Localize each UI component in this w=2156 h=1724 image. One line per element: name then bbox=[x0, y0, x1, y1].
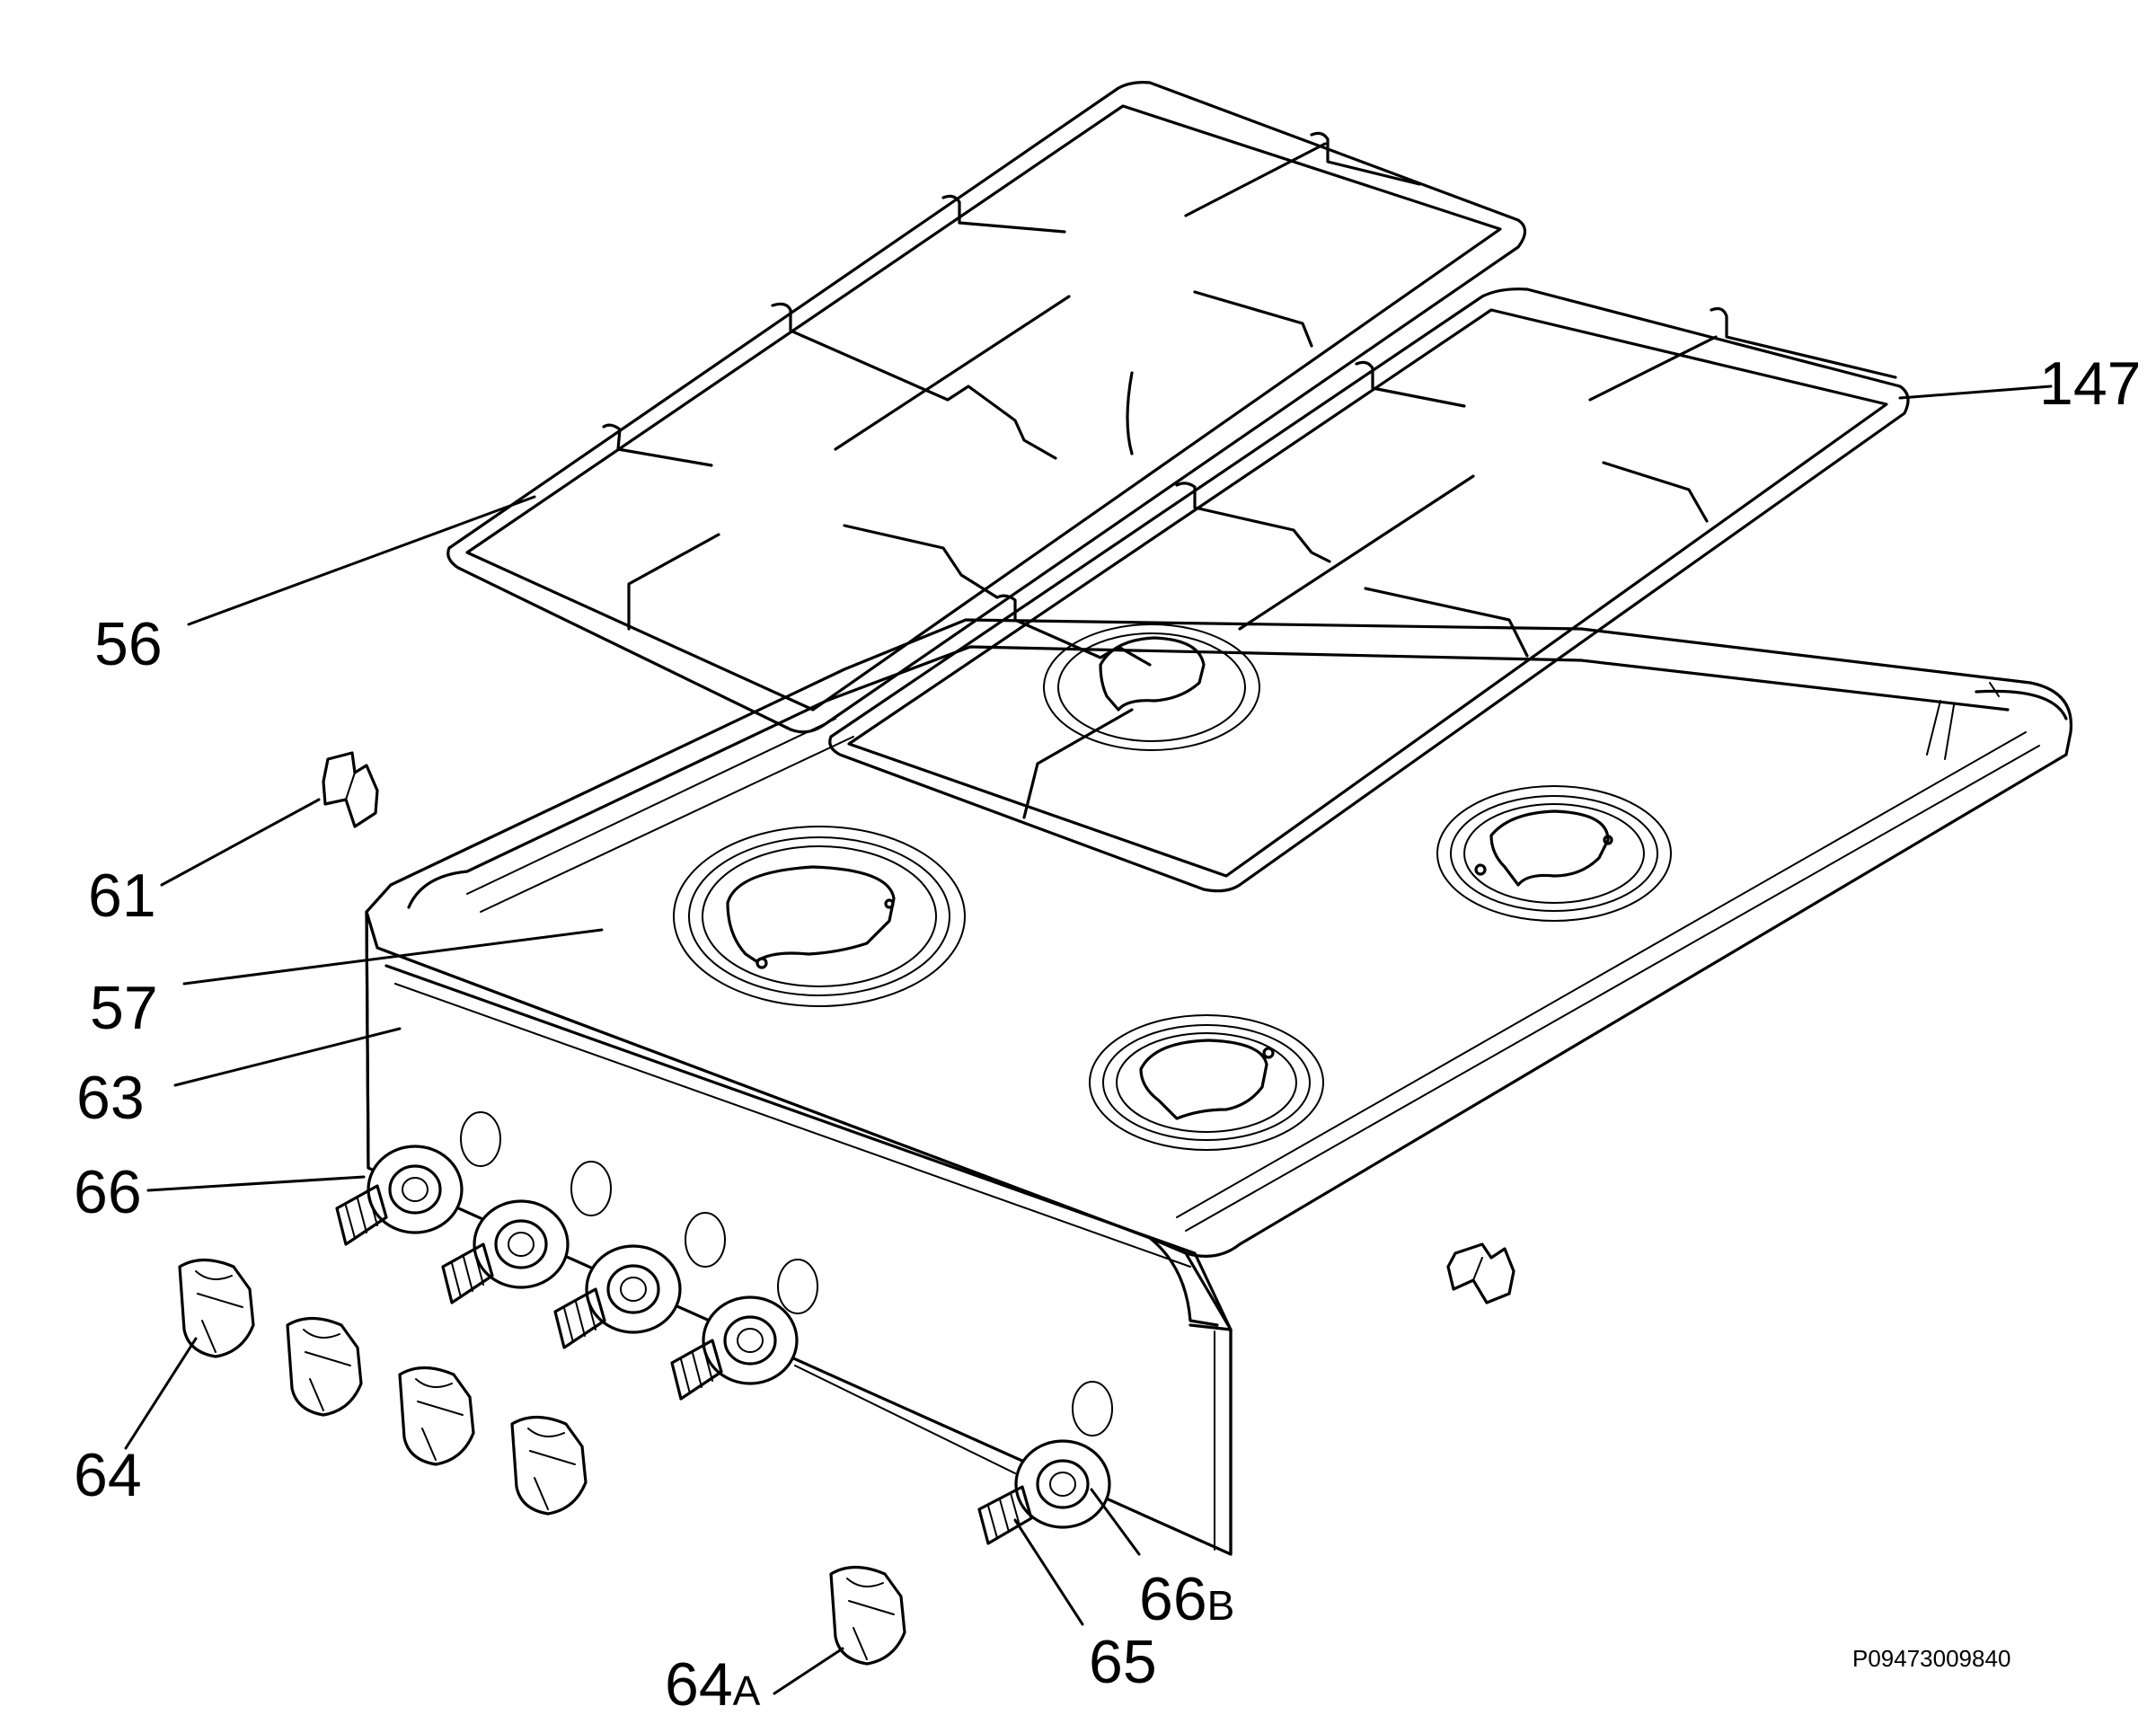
label-66b-suffix: B bbox=[1207, 1582, 1235, 1629]
burner-front-right bbox=[1436, 785, 1672, 922]
valve-assembly-1 bbox=[335, 1145, 464, 1246]
label-65: 65 bbox=[1089, 1628, 1157, 1696]
label-64a-suffix: A bbox=[733, 1667, 761, 1714]
burner-large-front-left bbox=[673, 826, 966, 1007]
label-64: 64 bbox=[74, 1441, 142, 1509]
leader-lines bbox=[124, 385, 2053, 1695]
front-control-panel bbox=[365, 910, 1233, 1556]
label-61: 61 bbox=[88, 862, 156, 930]
knob-5 bbox=[829, 1565, 906, 1666]
label-147: 147 bbox=[2039, 349, 2141, 418]
pan-support-right bbox=[828, 287, 1910, 893]
valve-assembly-3 bbox=[553, 1244, 682, 1349]
label-64a-number: 64 bbox=[665, 1650, 733, 1719]
label-56: 56 bbox=[94, 610, 163, 678]
knob-3 bbox=[398, 1366, 475, 1466]
burner-center bbox=[1043, 623, 1260, 751]
valve-assembly-5 bbox=[977, 1439, 1111, 1545]
drawing-code: P09473009840 bbox=[1852, 1645, 2010, 1672]
label-66b: 66B bbox=[1139, 1565, 1234, 1633]
label-66b-number: 66 bbox=[1139, 1565, 1207, 1633]
label-57: 57 bbox=[90, 974, 158, 1042]
burner-rear-right-small bbox=[1089, 1014, 1324, 1151]
valve-assembly-4 bbox=[670, 1295, 799, 1401]
valve-assembly-2 bbox=[441, 1199, 570, 1304]
clip-left bbox=[322, 751, 379, 828]
knob-2 bbox=[286, 1316, 363, 1417]
pan-support-left bbox=[446, 81, 1527, 734]
valve-axis-line bbox=[794, 1365, 1016, 1474]
label-63: 63 bbox=[76, 1064, 145, 1132]
label-66: 66 bbox=[74, 1158, 142, 1226]
label-64a: 64A bbox=[665, 1650, 761, 1719]
knob-1 bbox=[178, 1258, 255, 1358]
clip-right bbox=[1446, 1242, 1515, 1304]
hob-top-panel bbox=[365, 618, 2073, 1258]
knob-4 bbox=[510, 1415, 588, 1516]
panel-holes bbox=[460, 1111, 1113, 1437]
